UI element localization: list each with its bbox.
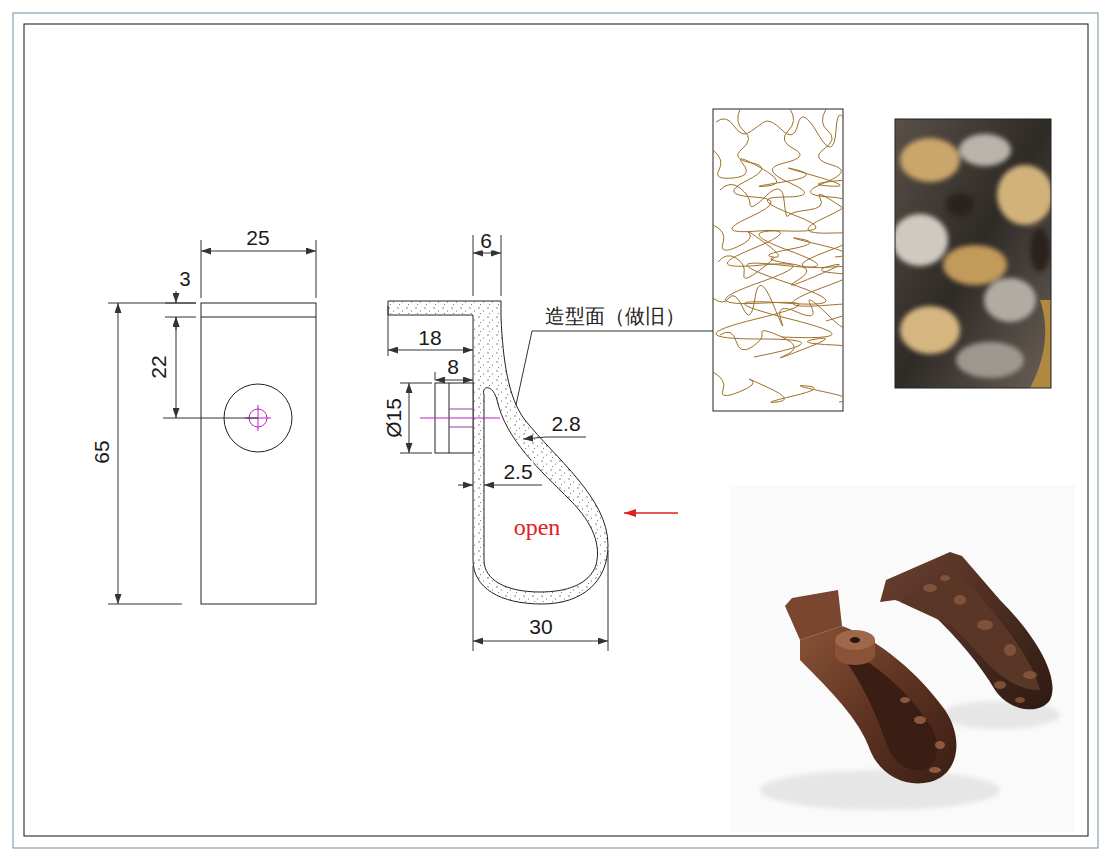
outer-frame (13, 13, 1098, 848)
side-profile (388, 301, 608, 604)
surface-note: 造型面（做旧） (544, 306, 686, 326)
dimension-value: 8 (446, 356, 460, 377)
dimension-value: 22 (148, 354, 169, 379)
dimension-value: 2.5 (502, 461, 533, 482)
dimension-value: 25 (245, 227, 270, 248)
inner-frame (24, 24, 1088, 836)
product-photo (730, 485, 1075, 832)
texture-photo (892, 119, 1053, 388)
dimension-value: 30 (528, 616, 553, 637)
dimension-value: 65 (91, 439, 112, 464)
open-arrow (624, 512, 678, 513)
dimension-value: 3 (178, 269, 191, 289)
open-note: open (513, 515, 562, 539)
side-dimensions (388, 235, 713, 651)
dimension-value: 6 (479, 230, 493, 251)
texture-sketch (713, 109, 865, 411)
front-dimensions (108, 240, 316, 604)
dimension-value: 2.8 (550, 413, 581, 434)
front-view (201, 303, 316, 604)
dimension-value: 18 (417, 327, 442, 348)
dimension-value: Ø15 (383, 397, 404, 439)
